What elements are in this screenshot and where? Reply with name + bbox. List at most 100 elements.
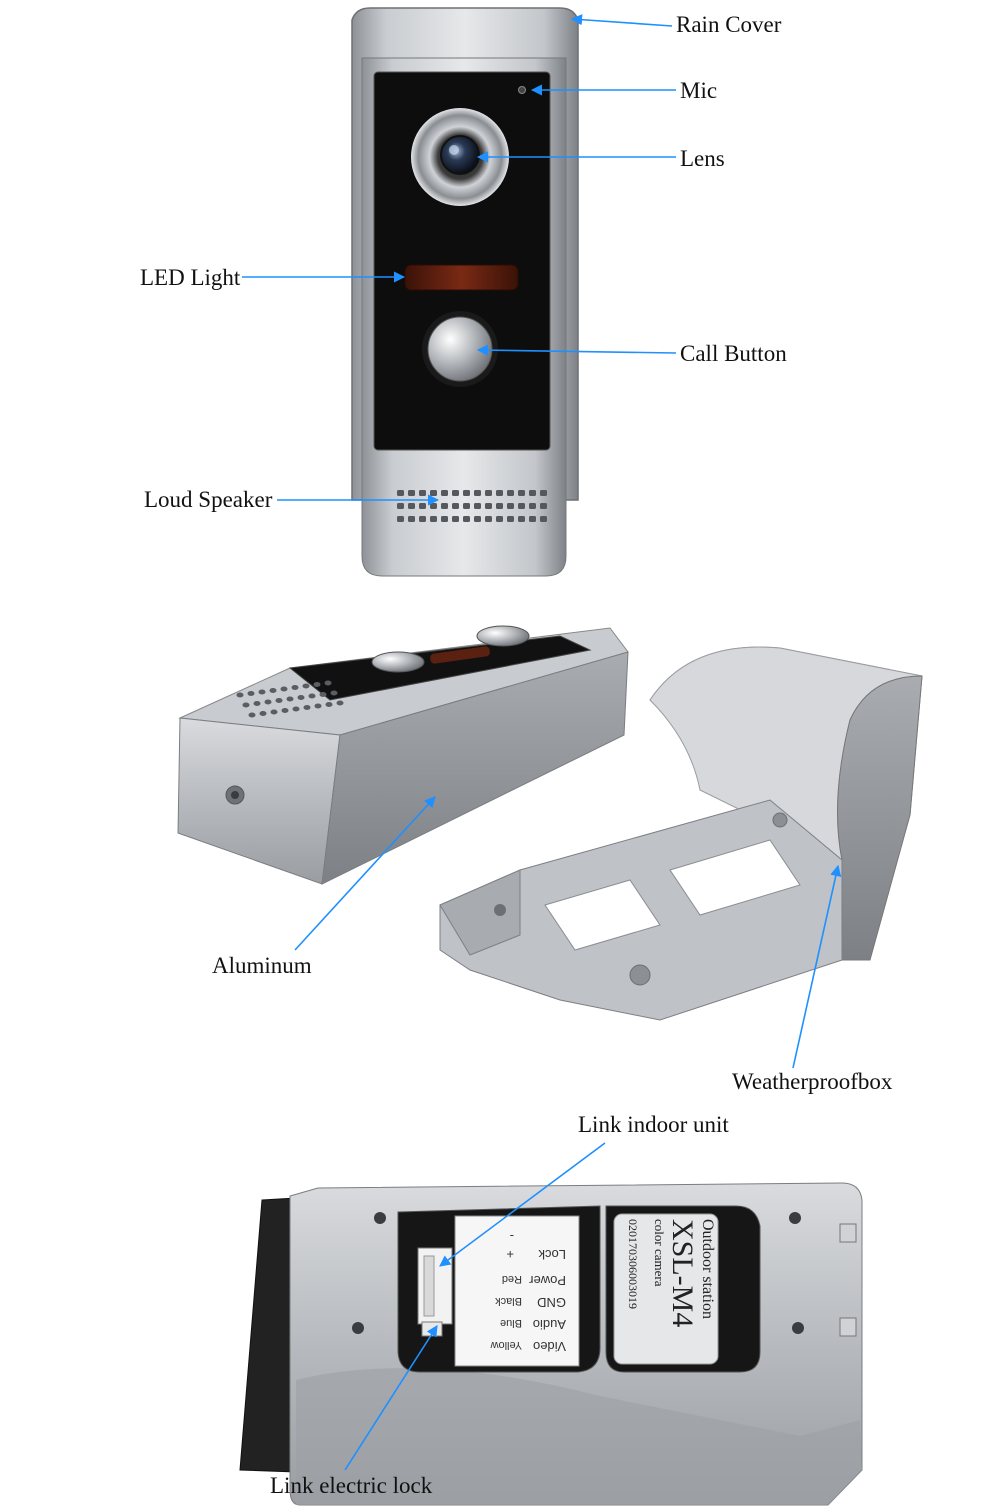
speaker-hole <box>308 693 316 699</box>
terminal-power-label: Power <box>528 1273 566 1288</box>
speaker-hole <box>430 503 437 509</box>
label-led-light: LED Light <box>140 265 241 290</box>
speaker-hole <box>518 516 525 522</box>
speaker-hole <box>485 503 492 509</box>
label-weatherproofbox: Weatherproofbox <box>732 1069 893 1094</box>
weatherproof-box <box>439 646 923 1021</box>
speaker-hole <box>325 702 333 707</box>
speaker-hole <box>507 516 514 522</box>
speaker-hole <box>518 503 525 509</box>
speaker-hole <box>270 709 278 715</box>
speaker-hole <box>430 490 437 496</box>
speaker-hole <box>275 698 283 703</box>
speaker-hole <box>463 516 470 522</box>
speaker-hole <box>292 706 300 712</box>
speaker-hole <box>474 516 481 522</box>
speaker-hole <box>330 690 338 696</box>
front-view-unit <box>351 7 579 577</box>
product-sticker <box>613 1213 719 1365</box>
speaker-hole <box>463 490 470 496</box>
side-view-body <box>177 625 629 885</box>
speaker-hole <box>269 688 277 693</box>
speaker-hole <box>474 490 481 496</box>
speaker-hole <box>297 695 305 700</box>
arrow-call-button <box>476 344 677 356</box>
terminal-audio-label: Audio <box>533 1317 566 1332</box>
sticker-color-camera: color camera <box>652 1219 667 1287</box>
speaker-hole <box>303 705 311 710</box>
label-mic: Mic <box>680 78 718 103</box>
speaker-hole <box>336 700 344 706</box>
speaker-hole <box>441 516 448 522</box>
speaker-hole <box>324 680 332 686</box>
arrow-weatherproofbox <box>792 864 842 1069</box>
speaker-hole <box>259 711 267 716</box>
speaker-hole <box>441 503 448 509</box>
speaker-hole <box>397 516 404 522</box>
label-lens: Lens <box>680 146 725 171</box>
speaker-hole <box>485 490 492 496</box>
terminal-video-label: Video <box>533 1339 566 1354</box>
callout-arrows <box>242 14 842 1471</box>
terminal-lock-minus: - <box>510 1229 514 1244</box>
label-link-electric-lock: Link electric lock <box>270 1473 433 1498</box>
terminal-label-sticker <box>454 1215 580 1367</box>
speaker-hole <box>540 503 547 509</box>
speaker-hole <box>474 503 481 509</box>
terminal-video-color: Yellow <box>491 1339 522 1351</box>
speaker-hole <box>507 503 514 509</box>
speaker-hole <box>397 490 404 496</box>
label-aluminum: Aluminum <box>212 953 312 978</box>
speaker-hole <box>314 703 322 709</box>
side-speaker-grill <box>236 680 344 718</box>
sticker-serial: 020170306003019 <box>626 1219 640 1309</box>
speaker-hole <box>496 490 503 496</box>
arrow-link-electric-lock <box>344 1325 438 1471</box>
speaker-hole <box>529 516 536 522</box>
speaker-hole <box>248 712 256 718</box>
arrow-rain-cover <box>570 14 673 27</box>
speaker-hole <box>540 516 547 522</box>
speaker-hole <box>319 692 327 697</box>
speaker-hole <box>291 685 299 690</box>
label-rain-cover: Rain Cover <box>676 12 782 37</box>
speaker-hole <box>258 689 266 695</box>
speaker-hole <box>408 516 415 522</box>
terminal-audio-color: Blue <box>500 1317 522 1329</box>
speaker-hole <box>253 701 261 706</box>
speaker-hole <box>264 699 272 705</box>
speaker-hole <box>419 490 426 496</box>
speaker-hole <box>419 516 426 522</box>
speaker-hole <box>281 708 289 713</box>
speaker-hole <box>397 503 404 509</box>
speaker-hole <box>496 503 503 509</box>
terminal-lock-plus: + <box>506 1247 514 1262</box>
speaker-hole <box>485 516 492 522</box>
speaker-hole <box>430 516 437 522</box>
sticker-outdoor-station: Outdoor station <box>699 1219 716 1319</box>
indoor-unit-connector <box>417 1247 453 1325</box>
speaker-hole <box>441 490 448 496</box>
terminal-power-color: Red <box>502 1273 522 1285</box>
speaker-hole <box>540 490 547 496</box>
speaker-hole <box>408 490 415 496</box>
terminal-gnd-color: Black <box>495 1295 522 1307</box>
led-light-strip <box>404 264 519 291</box>
speaker-hole <box>529 490 536 496</box>
speaker-hole <box>529 503 536 509</box>
speaker-hole <box>419 503 426 509</box>
speaker-hole <box>463 503 470 509</box>
sticker-model: XSL-M4 <box>666 1219 699 1327</box>
speaker-hole <box>280 686 288 692</box>
speaker-hole <box>452 490 459 496</box>
arrow-link-indoor-unit <box>439 1142 606 1267</box>
speaker-hole <box>507 490 514 496</box>
speaker-hole <box>408 503 415 509</box>
terminal-lock-label: Lock <box>538 1247 566 1262</box>
camera-lens-glass <box>440 135 480 175</box>
speaker-hole <box>496 516 503 522</box>
speaker-hole <box>247 691 255 696</box>
speaker-hole <box>452 516 459 522</box>
mic-hole <box>518 86 526 94</box>
